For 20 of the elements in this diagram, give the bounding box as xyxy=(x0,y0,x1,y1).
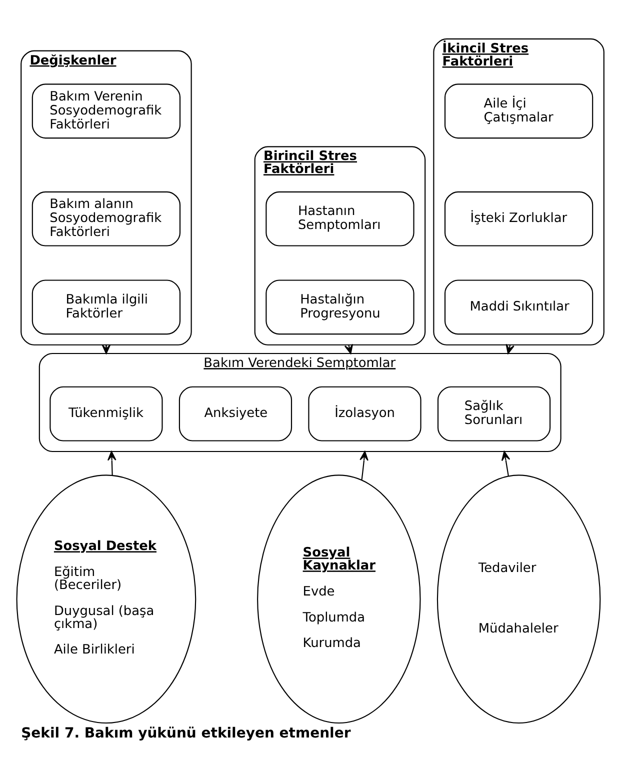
node-box: Hastanın Semptomları xyxy=(266,191,414,246)
node-box: Aile İçi Çatışmalar xyxy=(444,84,594,139)
node-ellipse: Sosyal Kaynaklar Evde Toplumda Kurumda xyxy=(257,474,421,724)
arrow xyxy=(360,450,368,480)
node-box: Tükenmişlik xyxy=(50,386,163,442)
node-box: Bakım Verenin Sosyodemografik Faktörleri xyxy=(32,84,181,139)
node-ellipse: Tedaviler Müdahaleler xyxy=(436,474,601,724)
node-box: İşteki Zorluklar xyxy=(444,191,594,246)
arrow xyxy=(107,450,116,476)
node-box: Bakımla ilgili Faktörler xyxy=(32,280,181,335)
node-box: Hastalığın Progresyonu xyxy=(266,280,414,335)
node-box: Sağlık Sorunları xyxy=(437,386,551,442)
node-box: Bakım alanın Sosyodemografik Faktörleri xyxy=(32,191,181,246)
caption: Şekil 7. Bakım yükünü etkileyen etmenler xyxy=(21,725,351,742)
arrow xyxy=(506,344,514,354)
node-ellipse: Sosyal Destek Eğitim (Beceriler) Duygusal (başa çıkma) Aile Birlikleri xyxy=(16,474,196,724)
node-box: Maddi Sıkıntılar xyxy=(444,280,594,335)
node-box: İzolasyon xyxy=(308,386,422,442)
node-box: Anksiyete xyxy=(178,386,292,442)
arrow xyxy=(501,450,510,476)
